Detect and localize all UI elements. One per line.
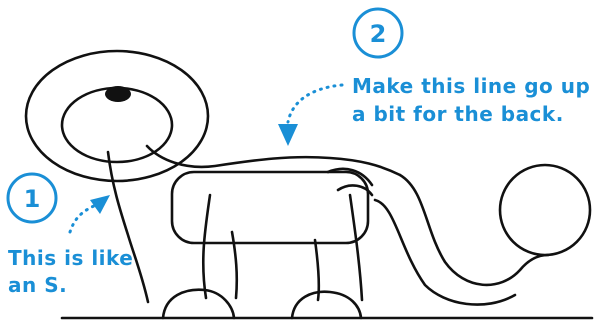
cat-back-leg-2	[350, 195, 362, 300]
cat-tail-outer	[400, 175, 548, 285]
step-2-note-line-1: Make this line go up	[352, 74, 590, 98]
cat-tail-tip	[500, 165, 590, 255]
cat-tail-inner	[375, 200, 515, 305]
cat-body	[172, 172, 368, 243]
cat-front-leg-1	[203, 195, 210, 298]
cat-front-paw	[163, 290, 234, 318]
step-1-note-line-1: This is like	[8, 246, 133, 270]
step-2-number: 2	[370, 20, 387, 48]
step-1-arrowhead-icon	[90, 195, 110, 214]
step-1-note-line-2: an S.	[8, 273, 67, 297]
step-1-dotted-arrow	[70, 205, 96, 232]
cat-nose	[105, 86, 131, 102]
step-2-note-line-2: a bit for the back.	[352, 102, 564, 126]
cat-neck-s-curve	[108, 152, 148, 302]
step-1-number: 1	[24, 185, 41, 213]
cat-back-paw	[292, 292, 361, 318]
step-2-arrowhead-icon	[278, 124, 298, 146]
step-2-dotted-arrow	[288, 85, 342, 122]
step-2-annotation: 2 Make this line go up a bit for the bac…	[278, 9, 590, 146]
